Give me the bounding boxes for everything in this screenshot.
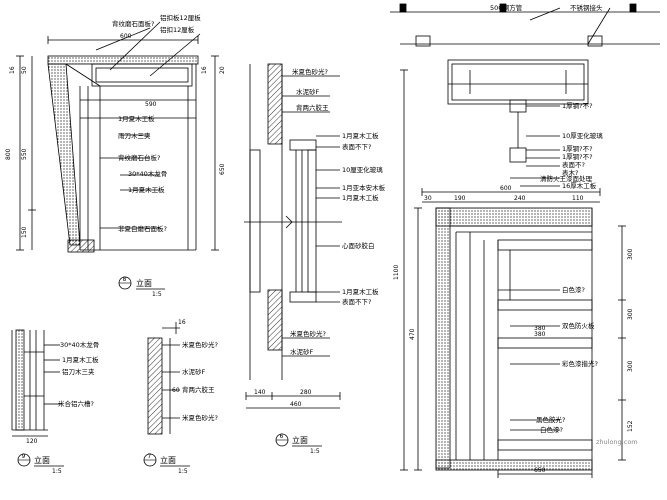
dim: 120 [26, 438, 38, 445]
dim: 300 [627, 360, 634, 372]
label: 不锈钢接头 [570, 3, 603, 12]
dim: 470 [409, 328, 416, 340]
dim-height-bottom: 150 [21, 226, 28, 238]
scale: 1:5 [152, 291, 162, 298]
dim: 650 [534, 467, 546, 474]
label: 米夏色砂光? [182, 413, 218, 422]
dim: 152 [627, 420, 634, 432]
label: 1月夏木工板 [342, 287, 379, 296]
view-small-text: 16 60 米夏色砂光? 水泥砂F 背两六胶王 米夏色砂光? 7 立面 1:5 [143, 319, 218, 475]
label: 50C钢方管 [490, 3, 523, 12]
label: 10厘亚化玻璃 [342, 165, 383, 174]
dim: 1100 [393, 265, 400, 280]
label: 白色漆? [562, 285, 585, 294]
dim-height-mid: 550 [21, 148, 28, 160]
title: 立面 [160, 455, 176, 465]
label: 背两六胶王 [182, 385, 215, 394]
dim-top-600: 600 [120, 33, 132, 40]
label: 30*40木龙骨 [60, 340, 99, 349]
title-number: 7 [148, 453, 152, 460]
label: 1厚钢?不? [562, 145, 593, 153]
label: 30*40木龙骨 [128, 169, 167, 178]
label: 铝扣板12厘板 [160, 13, 201, 22]
dim: 16 [178, 319, 186, 326]
watermark: zhulong.com [596, 438, 638, 446]
view-right-text: 50C钢方管 不锈钢接头 1厚钢?不? 10厚亚化玻璃 1厚钢?不? 1厚钢?不… [393, 3, 638, 474]
title-number: 9 [22, 453, 26, 460]
title: 立面 [34, 455, 50, 465]
view-small [147, 322, 180, 435]
label: 1厚钢?不? [562, 153, 593, 161]
label: 双色防火板 [562, 321, 595, 330]
label: 铝刀木三夹 [62, 367, 95, 376]
label: 铝扣12厘板 [160, 25, 195, 34]
dim-mid: 590 [145, 101, 157, 108]
dim: 300 [627, 248, 634, 260]
title-number: 8 [123, 276, 127, 283]
dim: 380 [534, 331, 546, 338]
title-number: 6 [280, 433, 284, 440]
dim: 380 [534, 325, 546, 332]
view-mid-text: 米夏色砂光? 水泥砂F 背两六胶王 1月夏木工板 表面不下? 10厘亚化玻璃 1… [254, 67, 386, 455]
dim: 30 [424, 195, 432, 202]
label: 彩色漆揩光? [562, 359, 598, 368]
view-left-bottom [11, 329, 60, 437]
dim-height-total: 800 [5, 148, 12, 160]
label: 黑色胶光? [536, 415, 565, 424]
label: 表面不下? [342, 142, 371, 151]
title: 立面 [292, 435, 308, 445]
view-left-top-text: 600 16 50 16 20 590 800 550 150 650 背纹磨石… [5, 13, 226, 298]
dim-bottom-1: 140 [254, 389, 266, 396]
label: 清防火王漆面处理 [540, 174, 593, 183]
title: 立面 [136, 278, 152, 288]
view-left-bottom-text: 30*40木龙骨 1月夏木工板 铝刀木三夹 米合铝六槽? 120 9 立面 1:… [17, 340, 99, 475]
dim: 600 [500, 185, 512, 192]
label: 水泥砂F [182, 367, 206, 376]
label: 背纹磨石面板? [112, 19, 154, 28]
scale: 1:5 [178, 468, 188, 475]
label: 16厚木工板 [562, 181, 597, 190]
label: 1月夏木工板 [62, 355, 99, 364]
view-mid [244, 63, 342, 409]
dim-total: 460 [290, 401, 302, 408]
dim-right-1: 16 [201, 66, 208, 74]
label: 10厚亚化玻璃 [562, 131, 603, 140]
dim: 190 [454, 195, 466, 202]
label: 米合铝六槽? [58, 399, 94, 408]
label: 表面不下? [342, 297, 371, 306]
label: 1厚钢?不? [562, 102, 593, 110]
label: 水泥砂F [290, 347, 314, 356]
label: 米夏色砂光? [182, 340, 218, 349]
label: 表面不? [562, 160, 585, 169]
label: 1月夏木工板 [342, 131, 379, 140]
dim-left-1: 16 [9, 66, 16, 74]
label: 非夏白磨石面板? [118, 224, 167, 233]
view-left-top [16, 21, 219, 253]
dim: 110 [572, 195, 584, 202]
label: 1月亚本安木板 [342, 183, 386, 192]
dim-height-right: 650 [219, 163, 226, 175]
label: 1月夏木工板 [342, 193, 379, 202]
dim-bottom-2: 280 [300, 389, 312, 396]
label: 表木? [562, 168, 578, 177]
view-right [390, 3, 660, 478]
label: 1月夏木工板 [128, 185, 165, 194]
label: 1月夏木工板 [118, 114, 155, 123]
dim-left-2: 50 [21, 66, 28, 74]
scale: 1:5 [52, 468, 62, 475]
scale: 1:5 [310, 448, 320, 455]
dim-right-2: 20 [219, 66, 226, 74]
dim: 240 [514, 195, 526, 202]
label: 水泥砂F [296, 87, 320, 96]
label: 心面砂胶白 [342, 241, 375, 250]
label: 米夏色砂光? [292, 67, 328, 76]
label: 背纹磨石台板? [118, 153, 160, 162]
dim: 60 [172, 387, 180, 394]
label: 白色漆? [540, 425, 563, 434]
label: 背两六胶王 [296, 103, 329, 112]
label: 米夏色砂光? [290, 329, 326, 338]
label: 雨刀木三夹 [118, 131, 151, 140]
dim: 300 [627, 308, 634, 320]
